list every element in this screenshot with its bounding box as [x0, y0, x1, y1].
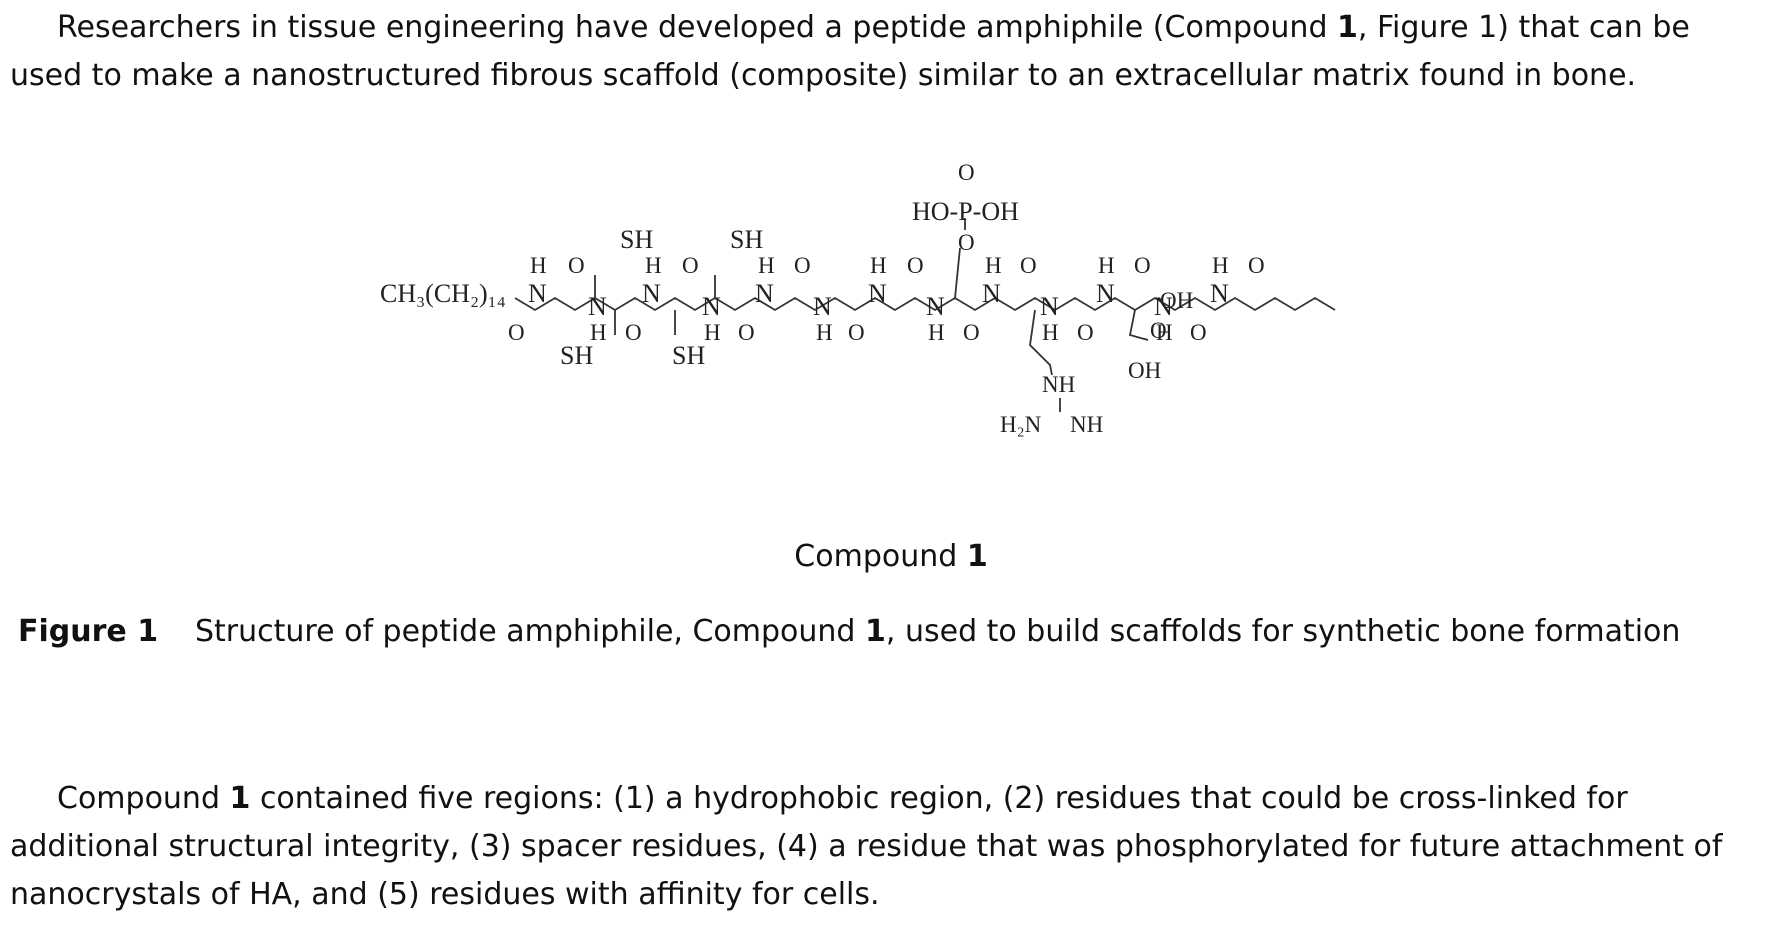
o-label: O	[963, 320, 980, 345]
caption-text-1: Structure of peptide amphiphile, Compoun…	[195, 614, 866, 649]
h-label: H	[1042, 320, 1059, 345]
caption-compound-number: 1	[865, 614, 886, 649]
arginine-side-chain: NH H₂N NH	[1000, 309, 1103, 437]
o-label: O	[625, 320, 642, 345]
n-label: N	[1040, 292, 1059, 321]
h-label: H	[758, 253, 775, 278]
compound-label-text: Compound	[794, 539, 967, 574]
n-label: N	[588, 292, 607, 321]
h-label: H	[1098, 253, 1115, 278]
sh-label: SH	[730, 225, 763, 254]
sh-label: SH	[672, 341, 705, 370]
o-label: O	[794, 253, 811, 278]
c-terminus: OH O OH	[1128, 288, 1193, 383]
h-label: H	[928, 320, 945, 345]
phosphate-label: HO-P-OH	[912, 197, 1019, 226]
n-label: N	[1154, 292, 1173, 321]
nh-label: NH	[1042, 372, 1075, 397]
figure-caption-text: Structure of peptide amphiphile, Compoun…	[195, 610, 1695, 654]
intro-text-1: Researchers in tissue engineering have d…	[57, 10, 1338, 45]
intro-text-2: , Figure 1) that can be used to make a n…	[10, 10, 1690, 93]
o-label: O	[1190, 320, 1207, 345]
h-label: H	[530, 253, 547, 278]
n-label: N	[528, 279, 547, 308]
o-label: O	[568, 253, 585, 278]
o-label: O	[682, 253, 699, 278]
o-label: O	[508, 320, 525, 345]
regions-paragraph: Compound 1 contained five regions: (1) a…	[10, 775, 1770, 919]
h2n-label: H₂N	[1000, 412, 1042, 437]
sh-label: SH	[620, 225, 653, 254]
o-label: O	[848, 320, 865, 345]
amide-labels: N H O O N H O N H O N H O N H O N H O N …	[508, 253, 1265, 345]
figure-label: Figure 1	[18, 614, 159, 649]
phosphate-group: O HO-P-OH O	[912, 160, 1019, 299]
n-label: N	[1096, 279, 1115, 308]
o-label: O	[1020, 253, 1037, 278]
intro-compound-number: 1	[1337, 10, 1358, 45]
o-label: O	[1077, 320, 1094, 345]
sh-label: SH	[560, 341, 593, 370]
n-label: N	[642, 279, 661, 308]
regions-text-1: Compound	[57, 781, 230, 816]
o-label: O	[1248, 253, 1265, 278]
o-label: O	[1134, 253, 1151, 278]
n-label: N	[813, 292, 832, 321]
n-label: N	[868, 279, 887, 308]
n-label: N	[702, 292, 721, 321]
o-label: O	[958, 230, 975, 255]
oh-label: OH	[1160, 288, 1193, 313]
nh-label: NH	[1070, 412, 1103, 437]
h-label: H	[590, 320, 607, 345]
o-label: O	[958, 160, 975, 185]
n-label: N	[982, 279, 1001, 308]
n-label: N	[755, 279, 774, 308]
n-label: N	[926, 292, 945, 321]
thiol-side-chains: SH SH SH SH	[560, 225, 763, 370]
n-label: N	[1210, 279, 1229, 308]
o-label: O	[738, 320, 755, 345]
o-label: O	[907, 253, 924, 278]
peptide-backbone	[514, 296, 1336, 312]
compound-label: Compound 1	[0, 537, 1782, 577]
oh-label: OH	[1128, 358, 1161, 383]
h-label: H	[704, 320, 721, 345]
h-label: H	[985, 253, 1002, 278]
h-label: H	[1156, 320, 1173, 345]
h-label: H	[816, 320, 833, 345]
alkyl-tail: CH₃(CH₂)₁₄	[380, 279, 506, 308]
compound-1-structure: CH₃(CH₂)₁₄ N H O O N H O N H O N H O N H…	[380, 160, 1336, 437]
h-label: H	[1212, 253, 1229, 278]
regions-compound-number: 1	[229, 781, 251, 816]
intro-paragraph: Researchers in tissue engineering have d…	[10, 4, 1770, 100]
compound-label-number: 1	[966, 539, 988, 574]
h-label: H	[870, 253, 887, 278]
caption-text-2: , used to build scaffolds for synthetic …	[885, 614, 1681, 649]
regions-text-2: contained five regions: (1) a hydrophobi…	[10, 781, 1723, 912]
o-label: O	[1150, 318, 1167, 343]
h-label: H	[645, 253, 662, 278]
